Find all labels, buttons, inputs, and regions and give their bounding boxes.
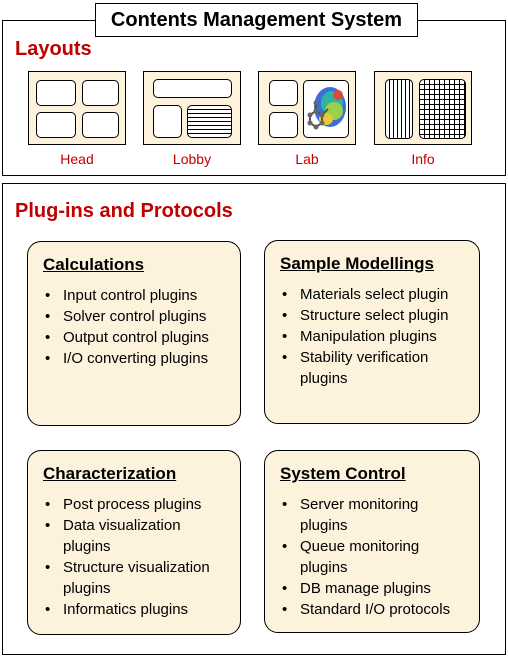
info-cell-columns (385, 79, 413, 139)
lobby-cell-list (187, 105, 232, 138)
card-title: System Control (280, 464, 406, 483)
layouts-heading: Layouts (15, 38, 92, 60)
list-item: Informatics plugins (45, 599, 230, 620)
list-item: Stability verification plugins (282, 347, 469, 389)
card-title: Calculations (43, 255, 145, 274)
card-calculations: Calculations Input control plugins Solve… (27, 241, 241, 426)
list-item: Queue monitoring plugins (282, 536, 469, 578)
lobby-cell-left (153, 105, 182, 138)
list-item: Output control plugins (45, 327, 230, 348)
card-list: Input control plugins Solver control plu… (43, 285, 230, 369)
list-item: Manipulation plugins (282, 326, 469, 347)
list-item: Data visualization plugins (45, 515, 230, 557)
layout-label-lab: Lab (295, 151, 319, 167)
list-item: Server monitoring plugins (282, 494, 469, 536)
list-item: Materials select plugin (282, 284, 469, 305)
layout-label-info: Info (411, 151, 435, 167)
head-cell-bottom-right (82, 112, 119, 138)
card-list: Post process plugins Data visualization … (43, 494, 230, 620)
head-cell-top-left (36, 80, 76, 106)
card-characterization: Characterization Post process plugins Da… (27, 450, 241, 635)
list-item: Solver control plugins (45, 306, 230, 327)
layout-label-lobby: Lobby (172, 151, 212, 167)
list-item: Structure visualization plugins (45, 557, 230, 599)
info-cell-table (419, 79, 466, 139)
layout-thumb-head[interactable] (28, 71, 126, 145)
layout-thumb-lab[interactable] (258, 71, 356, 145)
head-cell-top-right (82, 80, 119, 106)
layout-label-head: Head (60, 151, 94, 167)
lab-cell-top-left (269, 80, 298, 106)
card-title: Sample Modellings (280, 254, 434, 273)
plugins-heading: Plug-ins and Protocols (15, 200, 233, 222)
system-title: Contents Management System (95, 3, 418, 37)
list-item: Post process plugins (45, 494, 230, 515)
lobby-cell-banner (153, 79, 232, 98)
layout-thumb-info[interactable] (374, 71, 472, 145)
card-sample-modellings: Sample Modellings Materials select plugi… (264, 240, 480, 424)
list-item: Standard I/O protocols (282, 599, 469, 620)
card-list: Server monitoring plugins Queue monitori… (280, 494, 469, 620)
layout-thumb-lobby[interactable] (143, 71, 241, 145)
system-title-text: Contents Management System (110, 8, 403, 31)
list-item: DB manage plugins (282, 578, 469, 599)
head-cell-bottom-left (36, 112, 76, 138)
card-system-control: System Control Server monitoring plugins… (264, 450, 480, 633)
molecule-render-icon (307, 87, 346, 130)
card-list: Materials select plugin Structure select… (280, 284, 469, 389)
lab-cell-bottom-left (269, 112, 298, 138)
list-item: I/O converting plugins (45, 348, 230, 369)
lab-cell-viewer (303, 80, 349, 138)
list-item: Structure select plugin (282, 305, 469, 326)
card-title: Characterization (43, 464, 177, 483)
list-item: Input control plugins (45, 285, 230, 306)
